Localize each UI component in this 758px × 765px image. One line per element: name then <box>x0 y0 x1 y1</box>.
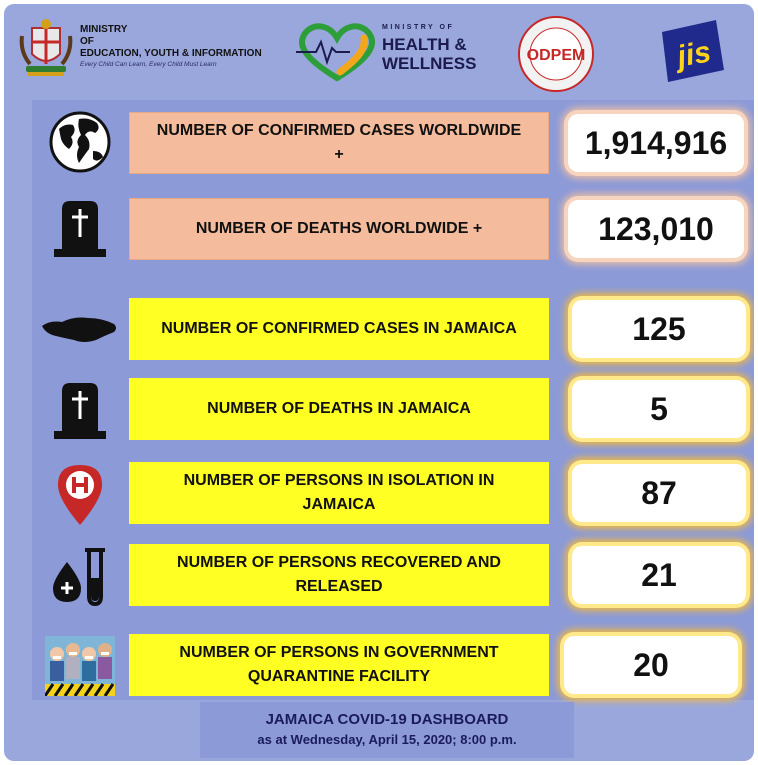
stat-label: NUMBER OF PERSONS IN ISOLATION IN JAMAIC… <box>129 462 549 524</box>
footer-title: JAMAICA COVID-19 DASHBOARD <box>265 711 509 728</box>
stat-value: 123,010 <box>568 200 744 258</box>
stat-label: NUMBER OF DEATHS IN JAMAICA <box>129 378 549 440</box>
stat-value: 5 <box>572 380 746 438</box>
moe-line2: OF <box>80 36 94 47</box>
moe-line1: MINISTRY <box>80 24 128 35</box>
stat-value: 1,914,916 <box>568 114 744 172</box>
stat-value: 20 <box>564 636 738 694</box>
hospital-pin-icon <box>58 465 102 525</box>
moe-line3: EDUCATION, YOUTH & INFORMATION <box>80 48 262 59</box>
stat-value: 87 <box>572 464 746 522</box>
stat-label: NUMBER OF DEATHS WORLDWIDE + <box>129 198 549 260</box>
coat-of-arms-icon <box>19 19 73 76</box>
stat-label: NUMBER OF PERSONS IN GOVERNMENT QUARANTI… <box>129 634 549 696</box>
moe-logo: MINISTRY OF EDUCATION, YOUTH & INFORMATI… <box>18 18 298 82</box>
odpem-text: ODPEM <box>527 47 586 64</box>
moh-logo: MINISTRY OF HEALTH & WELLNESS <box>294 20 494 84</box>
header: MINISTRY OF EDUCATION, YOUTH & INFORMATI… <box>4 4 754 96</box>
tombstone-icon <box>54 201 106 257</box>
dashboard-footer: JAMAICA COVID-19 DASHBOARD as at Wednesd… <box>200 702 574 758</box>
stat-value: 125 <box>572 300 746 358</box>
heart-heartbeat-icon <box>296 23 375 82</box>
moh-health-text: HEALTH & <box>382 35 467 54</box>
quarantine-people-icon <box>45 636 115 696</box>
tombstone-icon <box>54 383 106 439</box>
jamaica-map-icon <box>42 317 116 342</box>
odpem-logo: ODPEM <box>518 16 594 92</box>
stat-value: 21 <box>572 546 746 604</box>
globe-icon <box>49 111 111 173</box>
stat-label: NUMBER OF PERSONS RECOVERED AND RELEASED <box>129 544 549 606</box>
moe-tagline: Every Child Can Learn, Every Child Must … <box>80 61 217 68</box>
moh-small-text: MINISTRY OF <box>382 24 455 31</box>
footer-timestamp: as at Wednesday, April 15, 2020; 8:00 p.… <box>257 732 517 747</box>
jis-logo: jis <box>662 20 724 82</box>
blood-test-icon <box>53 548 105 607</box>
stats-panel: NUMBER OF CONFIRMED CASES WORLDWIDE + 1,… <box>32 100 754 700</box>
stat-label: NUMBER OF CONFIRMED CASES WORLDWIDE + <box>129 112 549 174</box>
dashboard-frame: MINISTRY OF EDUCATION, YOUTH & INFORMATI… <box>4 4 754 761</box>
stat-label: NUMBER OF CONFIRMED CASES IN JAMAICA <box>129 298 549 360</box>
moh-wellness-text: WELLNESS <box>382 54 477 73</box>
